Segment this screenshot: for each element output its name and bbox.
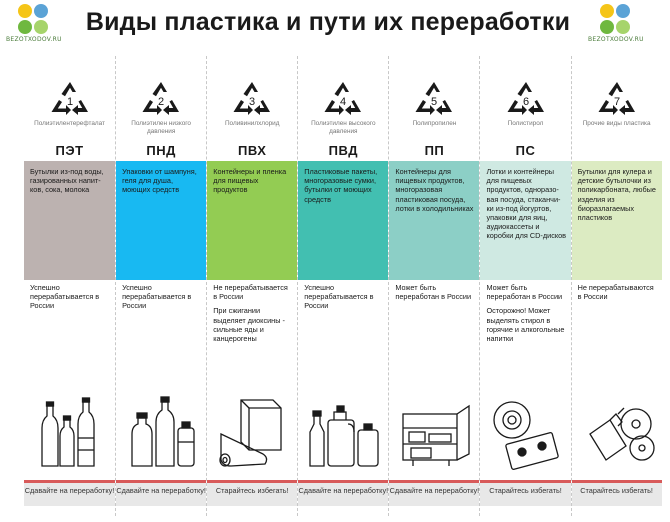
plastic-column-5: 5 Полипропилен ПП Контейнеры для пищевых… xyxy=(388,56,480,516)
advice-label: Старайтесь избегать! xyxy=(207,480,298,506)
plastic-abbreviation: ПС xyxy=(515,143,536,158)
plastic-column-4: 4 Полиэтилен высокого давления ПВД Пласт… xyxy=(297,56,389,516)
logo-dot-green xyxy=(600,20,614,34)
plastic-column-1: 1 Полиэтилентерефталат ПЭТ Бутылки из-по… xyxy=(24,56,116,516)
recycle-number: 5 xyxy=(431,96,437,108)
logo-dot-light xyxy=(616,20,630,34)
plastic-column-6: 6 Полистирол ПС Лотки и контейнеры для п… xyxy=(479,56,571,516)
detergent-bottles-icon xyxy=(120,394,204,470)
logo-dot-blue xyxy=(616,4,630,18)
plastic-abbreviation: ПВХ xyxy=(238,143,267,158)
status-text: Успешно перерабатывается в России xyxy=(122,283,192,311)
advice-label: Сдавайте на переработку! xyxy=(389,480,480,506)
logo-dot-yellow xyxy=(18,4,32,18)
examples-band: Лотки и контейнеры для пищевых продуктов… xyxy=(480,161,571,280)
logo-dot-blue xyxy=(34,4,48,18)
fridge-containers-icon xyxy=(393,394,477,470)
recycle-triangle-icon: 7 xyxy=(598,82,635,115)
status-text: Может быть переработан в России xyxy=(486,283,563,302)
advice-label: Старайтесь избегать! xyxy=(480,480,571,506)
recycle-number: 6 xyxy=(522,96,528,108)
recycle-number: 2 xyxy=(158,96,164,108)
recycling-status: Не перерабатываются в России xyxy=(572,283,662,301)
plastic-full-name: Полипропилен xyxy=(412,120,457,127)
plastic-full-name: Полиэтилен низкого давления xyxy=(131,120,191,135)
examples-band: Контейнеры и пленка для пищевых продукто… xyxy=(207,161,298,280)
examples-band: Бутылки для кулера и детские бутылочки и… xyxy=(571,161,662,280)
examples-band: Упаковки от шампуня, геля для душа, моющ… xyxy=(116,161,207,280)
spray-cd-icon xyxy=(576,394,660,470)
plastic-full-name: Полиэтилен высокого давления xyxy=(311,120,376,135)
logo-text: BEZOTXODOV.RU xyxy=(588,36,644,43)
advice-label: Сдавайте на переработку! xyxy=(116,480,207,506)
canisters-icon xyxy=(302,394,386,470)
logo-right: BEZOTXODOV.RU xyxy=(588,4,644,54)
recycling-status: Может быть переработан в России xyxy=(389,283,479,301)
recycling-status: Успешно перерабатывается в России xyxy=(298,283,388,311)
examples-band: Бутылки из-под воды, газированных напит-… xyxy=(24,161,116,280)
recycle-triangle-icon: 5 xyxy=(415,82,453,115)
logo-dot-yellow xyxy=(600,4,614,18)
logo-dot-green xyxy=(18,20,32,34)
status-text: Успешно перерабатывается в России xyxy=(30,283,100,311)
status-text: Может быть переработан в России xyxy=(395,283,472,302)
logo-text: BEZOTXODOV.RU xyxy=(6,36,62,43)
plastic-abbreviation: ПНД xyxy=(146,143,176,158)
plastic-abbreviation: ПП xyxy=(424,143,445,158)
status-text: Не перерабатывается в России xyxy=(213,283,288,302)
logo-dot-light xyxy=(34,20,48,34)
examples-band: Пластиковые пакеты, многоразовые сумки, … xyxy=(298,161,389,280)
recycle-number: 7 xyxy=(614,96,620,108)
plastic-types-grid: 1 Полиэтилентерефталат ПЭТ Бутылки из-по… xyxy=(24,56,662,516)
plastic-full-name: Полиэтилентерефталат xyxy=(34,120,105,127)
advice-label: Старайтесь избегать! xyxy=(571,480,662,506)
plastic-abbreviation: ПВД xyxy=(328,143,358,158)
plastic-column-2: 2 Полиэтилен низкого давления ПНД Упаков… xyxy=(115,56,207,516)
recycle-number: 3 xyxy=(249,96,255,108)
recycling-status: Успешно перерабатывается в России xyxy=(116,283,206,311)
recycle-number: 1 xyxy=(66,96,72,108)
plastic-abbreviation: ПЭТ xyxy=(55,143,84,158)
status-text: Не перерабатываются в России xyxy=(577,283,654,302)
status-text: При сжигании выделяет диоксины - сильные… xyxy=(213,306,285,344)
recycle-triangle-icon: 4 xyxy=(324,82,362,115)
plastic-column-7: 7 Прочие виды пластика Бутылки для кулер… xyxy=(570,56,662,516)
recycle-triangle-icon: 6 xyxy=(507,82,544,115)
recycle-number: 4 xyxy=(340,96,346,108)
status-text: Осторожно! Может выделять стирол в горяч… xyxy=(486,306,565,344)
recycle-triangle-icon: 1 xyxy=(51,82,88,115)
recycle-triangle-icon: 3 xyxy=(233,82,271,115)
plastic-full-name: Прочие виды пластика xyxy=(582,120,651,127)
logo-left: BEZOTXODOV.RU xyxy=(6,4,62,54)
film-roll-box-icon xyxy=(211,394,295,470)
status-text: Успешно перерабатывается в России xyxy=(304,283,374,311)
recycling-status: Успешно перерабатывается в России xyxy=(24,283,115,311)
recycle-triangle-icon: 2 xyxy=(142,82,180,115)
plastic-column-3: 3 Поливинилхлорид ПВХ Контейнеры и пленк… xyxy=(206,56,298,516)
page-title: Виды пластика и пути их переработки xyxy=(85,8,571,36)
examples-band: Контейнеры для пищевых продуктов, многор… xyxy=(389,161,480,280)
advice-label: Сдавайте на переработку! xyxy=(24,480,116,506)
cassette-cd-icon xyxy=(484,394,568,470)
plastic-full-name: Поливинилхлорид xyxy=(224,120,280,127)
plastic-full-name: Полистирол xyxy=(507,120,544,127)
bottles-icon xyxy=(28,394,112,470)
advice-label: Сдавайте на переработку! xyxy=(298,480,389,506)
